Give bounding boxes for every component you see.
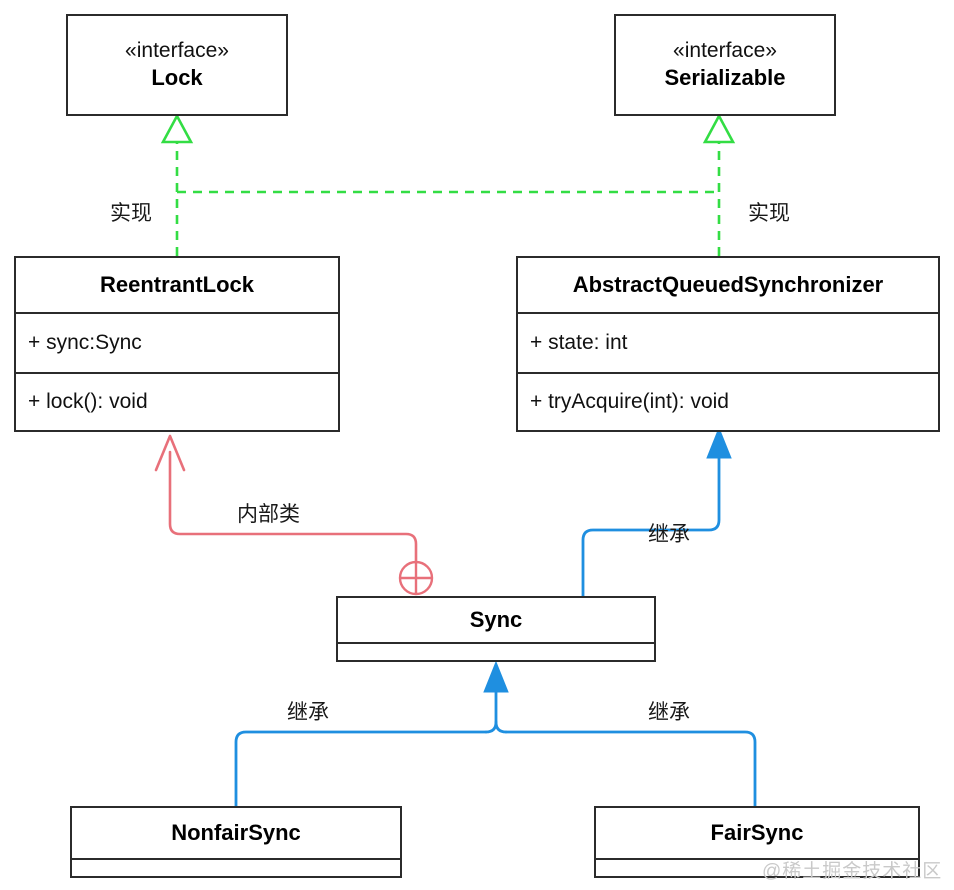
class-name-label: ReentrantLock [99, 271, 255, 297]
class-name-label: FairSync [710, 819, 804, 845]
class-name-label: NonfairSync [171, 819, 301, 845]
edge-label-extends-sync-left: 继承 [287, 701, 329, 724]
class-name-label: Sync [469, 606, 523, 632]
watermark: @稀土掘金技术社区 [762, 861, 943, 882]
class-node-fairsync[interactable]: FairSync [594, 806, 920, 878]
edge-label-extends-sync-right: 继承 [648, 701, 690, 724]
method-row: + lock(): void [28, 390, 148, 413]
class-node-sync[interactable]: Sync [336, 596, 656, 662]
edge-aqs-implements-serializable [702, 113, 736, 256]
attribute-row: + state: int [530, 331, 628, 354]
edge-label-extends-aqs: 继承 [648, 523, 690, 546]
class-name-label: AbstractQueuedSynchronizer [572, 271, 884, 297]
edge-fairsync-extends-sync [504, 730, 757, 808]
class-node-abstractqueuedsynchronizer[interactable]: AbstractQueuedSynchronizer + state: int … [516, 256, 940, 432]
class-node-sync-members [338, 642, 654, 660]
class-node-nonfairsync-header: NonfairSync [72, 808, 400, 858]
edge-nonfairsync-extends-sync [234, 730, 488, 808]
class-node-nonfairsync[interactable]: NonfairSync [70, 806, 402, 878]
class-node-reentrantlock-attributes: + sync:Sync [16, 312, 338, 372]
class-node-lock[interactable]: «interface» Lock [66, 14, 288, 116]
edge-label-inner-class: 内部类 [237, 503, 300, 526]
class-node-sync-header: Sync [338, 598, 654, 642]
class-node-fairsync-header: FairSync [596, 808, 918, 858]
class-node-serializable-header: «interface» Serializable [616, 16, 834, 114]
class-node-nonfairsync-members [72, 858, 400, 876]
class-name-label: Serializable [664, 64, 786, 90]
edge-label-implements-right: 实现 [748, 202, 790, 225]
class-node-aqs-header: AbstractQueuedSynchronizer [518, 258, 938, 312]
stereotype-label: «interface» [673, 38, 777, 62]
class-name-label: Lock [151, 64, 203, 90]
class-node-lock-header: «interface» Lock [68, 16, 286, 114]
class-node-aqs-methods: + tryAcquire(int): void [518, 372, 938, 430]
class-node-reentrantlock-header: ReentrantLock [16, 258, 338, 312]
attribute-row: + sync:Sync [28, 331, 142, 354]
class-node-reentrantlock-methods: + lock(): void [16, 372, 338, 430]
method-row: + tryAcquire(int): void [530, 390, 729, 413]
stereotype-label: «interface» [125, 38, 229, 62]
edge-reentrantlock-implements-lock [160, 113, 719, 256]
edge-sync-inheritance-riser [483, 660, 509, 734]
class-node-serializable[interactable]: «interface» Serializable [614, 14, 836, 116]
edge-sync-extends-aqs [581, 426, 732, 598]
edge-label-implements-left: 实现 [110, 202, 152, 225]
class-node-reentrantlock[interactable]: ReentrantLock + sync:Sync + lock(): void [14, 256, 340, 432]
class-node-fairsync-members [596, 858, 918, 876]
class-node-aqs-attributes: + state: int [518, 312, 938, 372]
